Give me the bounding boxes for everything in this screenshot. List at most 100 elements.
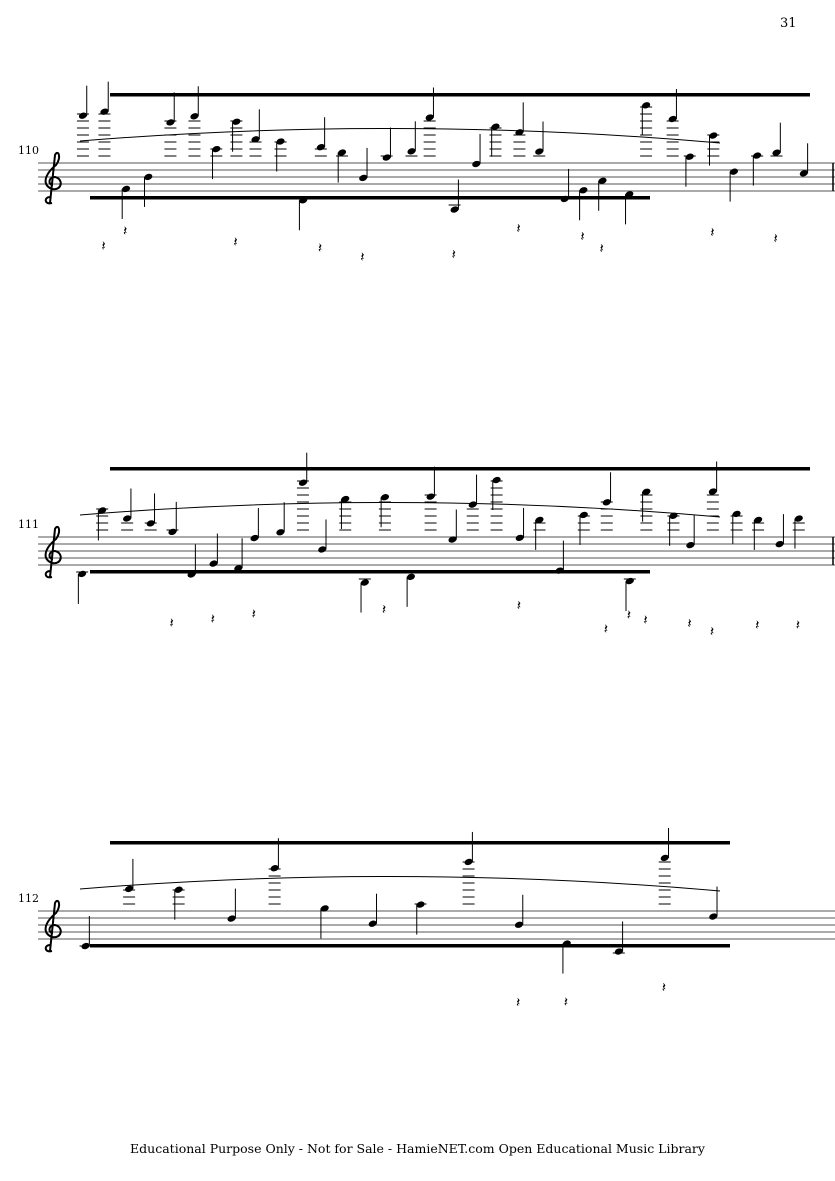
rest-icon: 𝄽: [710, 225, 714, 241]
measure-number-111: 111: [18, 518, 39, 531]
note-head: [121, 185, 131, 193]
note-head: [602, 499, 611, 506]
note-head: [799, 170, 808, 177]
measure-number-112: 112: [18, 892, 39, 905]
slur: [79, 876, 721, 892]
note-head: [660, 854, 669, 862]
rest-icon: 𝄽: [604, 622, 608, 638]
note-head: [174, 886, 183, 893]
note-head: [514, 921, 524, 928]
note-head: [772, 149, 781, 156]
note-head: [98, 507, 107, 514]
note-head: [579, 187, 588, 194]
note-head: [316, 144, 325, 151]
note-head: [450, 206, 459, 213]
rest-icon: 𝄽: [382, 602, 386, 618]
rest-icon: 𝄽: [452, 247, 456, 263]
rest-icon: 𝄽: [643, 613, 647, 629]
note-head: [209, 560, 218, 567]
note-head: [81, 942, 90, 950]
note-head: [270, 865, 279, 872]
rest-icon: 𝄽: [101, 239, 105, 255]
rest-icon: 𝄽: [516, 995, 520, 1011]
note-head: [464, 858, 473, 866]
note-head: [686, 541, 695, 549]
note-head: [732, 510, 741, 518]
note-head: [642, 102, 651, 109]
note-head: [320, 905, 329, 912]
rest-icon: 𝄽: [516, 221, 520, 237]
note-head: [407, 148, 416, 155]
note-head: [360, 579, 369, 586]
slur: [79, 502, 721, 518]
note-head: [406, 573, 415, 581]
note-head: [78, 570, 87, 578]
rest-icon: 𝄽: [662, 980, 666, 996]
rest-icon: 𝄽: [627, 607, 631, 623]
note-head: [212, 145, 221, 153]
slur: [79, 128, 721, 144]
rest-icon: 𝄽: [233, 234, 237, 250]
treble-clef-icon: [44, 899, 62, 953]
note-head: [250, 534, 259, 542]
beam: [110, 93, 810, 97]
note-head: [515, 534, 524, 542]
note-head: [426, 493, 435, 500]
note-head: [227, 915, 236, 922]
note-head: [298, 479, 308, 486]
treble-clef-icon: [44, 525, 62, 579]
note-head: [276, 138, 285, 145]
note-head: [669, 512, 678, 519]
rest-icon: 𝄽: [796, 618, 800, 634]
rest-icon: 𝄽: [755, 617, 759, 633]
note-head: [709, 132, 718, 139]
rest-icon: 𝄽: [252, 607, 256, 623]
note-head: [125, 885, 134, 893]
rest-icon: 𝄽: [710, 624, 714, 640]
rest-icon: 𝄽: [169, 615, 173, 631]
note-head: [382, 154, 391, 161]
treble-clef-icon: [44, 151, 62, 205]
rest-icon: 𝄽: [599, 241, 603, 257]
note-head: [416, 901, 425, 908]
note-head: [144, 173, 153, 181]
note-head: [709, 913, 718, 920]
note-head: [754, 516, 763, 524]
note-head: [318, 546, 327, 553]
note-head: [425, 114, 434, 121]
note-head: [359, 174, 368, 182]
note-head: [337, 149, 347, 156]
rest-icon: 𝄽: [211, 611, 215, 627]
note-head: [614, 948, 623, 955]
note-head: [100, 108, 109, 115]
rest-icon: 𝄽: [360, 250, 364, 266]
note-head: [625, 577, 634, 585]
rest-icon: 𝄽: [774, 231, 778, 247]
note-head: [168, 528, 177, 536]
note-head: [685, 153, 694, 160]
rest-icon: 𝄽: [687, 616, 691, 632]
note-head: [625, 191, 634, 198]
note-head: [251, 136, 260, 143]
note-head: [708, 488, 717, 495]
measure-number-110: 110: [18, 144, 39, 157]
note-head: [775, 540, 784, 548]
rest-icon: 𝄽: [123, 223, 127, 239]
beam: [90, 196, 650, 200]
note-head: [190, 113, 199, 120]
note-head: [146, 520, 155, 527]
note-head: [794, 515, 803, 522]
rest-icon: 𝄽: [580, 229, 584, 245]
footer-text: Educational Purpose Only - Not for Sale …: [130, 1141, 705, 1156]
beam: [90, 570, 650, 574]
note-head: [123, 515, 132, 522]
note-head: [579, 511, 588, 519]
note-head: [368, 920, 377, 927]
beam: [90, 944, 730, 948]
page-number: 31: [780, 16, 797, 31]
note-head: [598, 177, 607, 184]
note-head: [642, 488, 651, 495]
note-head: [492, 476, 501, 484]
note-head: [78, 112, 88, 119]
